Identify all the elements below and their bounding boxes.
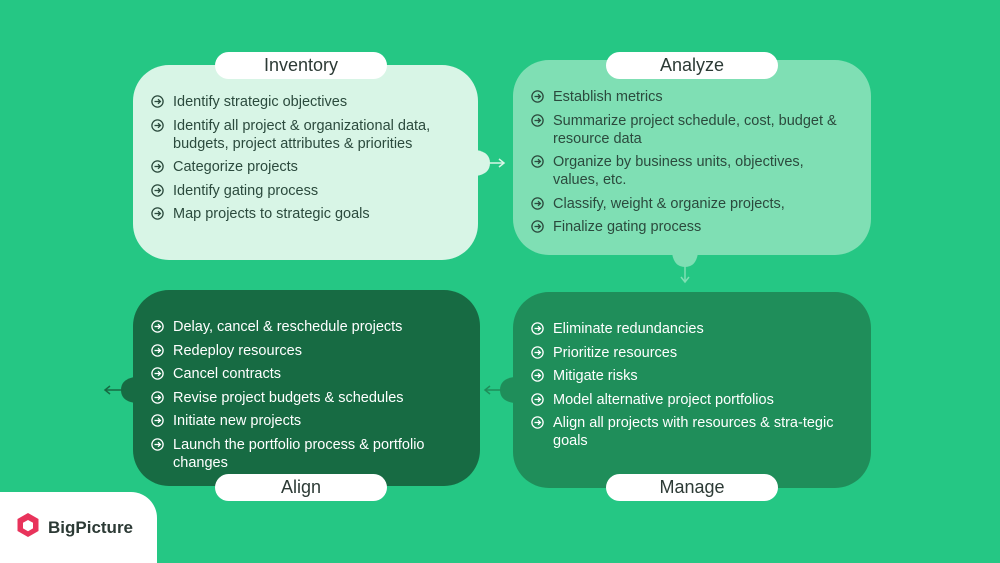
inventory-item-text: Identify all project & organizational da… bbox=[173, 117, 431, 152]
connector-inventory-to-analyze bbox=[476, 150, 506, 176]
analyze-item: Finalize gating process bbox=[531, 218, 849, 236]
arrow-circle-icon bbox=[151, 343, 164, 357]
arrow-circle-icon bbox=[531, 155, 544, 168]
hexagon-logo-icon bbox=[16, 512, 40, 543]
manage-item: Eliminate redundancies bbox=[531, 320, 849, 338]
arrow-circle-icon bbox=[531, 90, 544, 103]
align-item-text: Launch the portfolio process & portfolio… bbox=[173, 436, 425, 471]
align-item-text: Cancel contracts bbox=[173, 366, 281, 382]
analyze-item: Classify, weight & organize projects, bbox=[531, 195, 849, 213]
align-item: Redeploy resources bbox=[151, 342, 458, 360]
arrow-circle-icon bbox=[151, 367, 164, 380]
manage-item: Align all projects with resources & stra… bbox=[531, 414, 849, 450]
analyze-item-text: Finalize gating process bbox=[553, 219, 702, 235]
analyze-item-text: Summarize project schedule, cost, budget… bbox=[553, 112, 837, 147]
inventory-item-text: Map projects to strategic goals bbox=[173, 206, 370, 222]
inventory-item-text: Categorize projects bbox=[173, 159, 298, 175]
logo-text: BigPicture bbox=[48, 517, 134, 537]
analyze-item-text: Organize by business units, objectives, … bbox=[553, 154, 804, 188]
manage-item: Model alternative project portfolios bbox=[531, 391, 849, 409]
manage-title: Manage bbox=[606, 474, 778, 501]
arrow-circle-icon bbox=[151, 183, 164, 197]
align-item-text: Revise project budgets & schedules bbox=[173, 389, 404, 406]
manage-item-text: Align all projects with resources & stra… bbox=[553, 415, 834, 449]
align-item: Delay, cancel & reschedule projects bbox=[151, 318, 458, 336]
inventory-item: Categorize projects bbox=[151, 158, 456, 176]
analyze-item-text: Classify, weight & organize projects, bbox=[553, 195, 785, 212]
manage-item-text: Eliminate redundancies bbox=[553, 321, 704, 337]
align-item-text: Redeploy resources bbox=[173, 342, 302, 359]
arrow-circle-icon bbox=[151, 320, 164, 333]
arrow-circle-icon bbox=[151, 437, 164, 451]
arrow-circle-icon bbox=[531, 345, 544, 359]
align-item-text: Initiate new projects bbox=[173, 413, 302, 429]
align-item: Initiate new projects bbox=[151, 412, 458, 430]
analyze-item-text: Establish metrics bbox=[553, 89, 663, 105]
manage-item: Prioritize resources bbox=[531, 344, 849, 362]
manage-item-text: Prioritize resources bbox=[553, 344, 678, 361]
connector-analyze-to-manage bbox=[672, 253, 698, 284]
inventory-title: Inventory bbox=[215, 52, 387, 79]
align-item: Revise project budgets & schedules bbox=[151, 389, 458, 407]
arrow-circle-icon bbox=[151, 207, 164, 220]
analyze-item: Organize by business units, objectives, … bbox=[531, 153, 849, 189]
inventory-item: Map projects to strategic goals bbox=[151, 205, 456, 223]
arrow-circle-icon bbox=[531, 369, 544, 382]
inventory-item: Identify strategic objectives bbox=[151, 93, 456, 111]
arrow-circle-icon bbox=[151, 118, 164, 132]
align-title: Align bbox=[215, 474, 387, 501]
inventory-item-text: Identify strategic objectives bbox=[173, 94, 348, 110]
arrow-circle-icon bbox=[531, 416, 544, 429]
arrow-circle-icon bbox=[151, 414, 164, 427]
arrow-circle-icon bbox=[531, 322, 544, 335]
analyze-item: Summarize project schedule, cost, budget… bbox=[531, 112, 849, 148]
analyze-item: Establish metrics bbox=[531, 88, 849, 106]
manage-item: Mitigate risks bbox=[531, 367, 849, 385]
inventory-item-text: Identify gating process bbox=[173, 182, 319, 199]
align-item-text: Delay, cancel & reschedule projects bbox=[173, 319, 403, 335]
analyze-title: Analyze bbox=[606, 52, 778, 79]
connector-manage-to-align bbox=[483, 377, 514, 403]
manage-item-text: Mitigate risks bbox=[553, 368, 638, 384]
arrow-circle-icon bbox=[531, 113, 544, 127]
inventory-item: Identify gating process bbox=[151, 182, 456, 200]
inventory-item: Identify all project & organizational da… bbox=[151, 117, 456, 153]
manage-item-text: Model alternative project portfolios bbox=[553, 391, 774, 408]
arrow-circle-icon bbox=[151, 390, 164, 404]
arrow-circle-icon bbox=[151, 95, 164, 108]
arrow-circle-icon bbox=[531, 196, 544, 210]
arrow-circle-icon bbox=[531, 392, 544, 406]
arrow-circle-icon bbox=[531, 220, 544, 233]
connector-align-out bbox=[103, 377, 135, 403]
align-item: Launch the portfolio process & portfolio… bbox=[151, 436, 458, 472]
bigpicture-logo[interactable]: BigPicture bbox=[0, 492, 157, 563]
arrow-circle-icon bbox=[151, 160, 164, 173]
align-item: Cancel contracts bbox=[151, 365, 458, 383]
